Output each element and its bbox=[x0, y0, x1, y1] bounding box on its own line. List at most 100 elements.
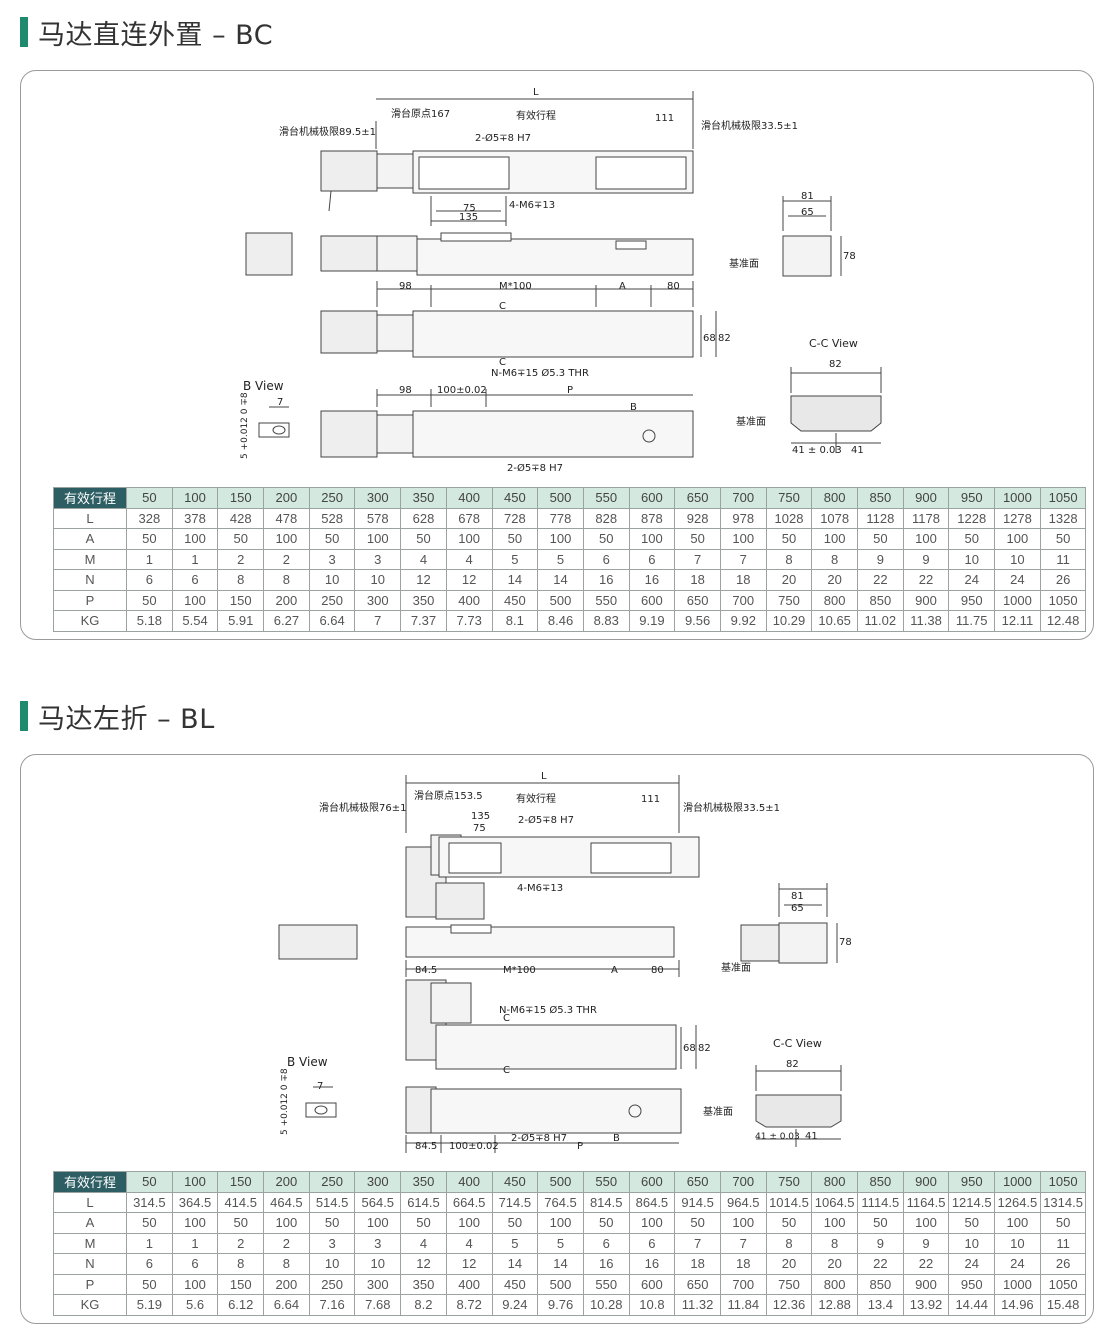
table-cell: 7.68 bbox=[354, 1294, 402, 1316]
table-cell: 400 bbox=[445, 487, 493, 509]
dim-98: 98 bbox=[399, 281, 412, 292]
dim-thr: N-M6∓15 Ø5.3 THR bbox=[491, 367, 589, 379]
table-cell: 200 bbox=[263, 1171, 310, 1193]
table-cell: 450 bbox=[491, 589, 539, 611]
table-cell: 50 bbox=[217, 1212, 265, 1234]
table-cell: 3 bbox=[308, 1232, 356, 1254]
table-cell: 500 bbox=[537, 1171, 584, 1193]
label-b-view: B View bbox=[243, 379, 284, 393]
table-cell: 7.37 bbox=[400, 610, 447, 632]
table-cell: 50 bbox=[857, 528, 904, 550]
table-cell: 514.5 bbox=[308, 1191, 356, 1213]
row-label: 有效行程 bbox=[53, 1171, 127, 1193]
table-cell: 650 bbox=[674, 1171, 721, 1193]
table-cell: 150 bbox=[217, 1273, 265, 1295]
dim-origin: 滑台原点167 bbox=[391, 107, 450, 120]
table-cell: 6 bbox=[582, 1232, 630, 1254]
table-cell: 11.32 bbox=[674, 1294, 721, 1316]
label-ref: 基准面 bbox=[729, 257, 759, 270]
table-cell: 478 bbox=[263, 507, 310, 529]
table-cell: 24 bbox=[948, 1253, 996, 1275]
table-cell: 300 bbox=[354, 589, 402, 611]
table-cell: 200 bbox=[263, 487, 310, 509]
dim-A: A bbox=[611, 965, 618, 976]
table-cell: 12.48 bbox=[1039, 610, 1087, 632]
table-cell: 378 bbox=[171, 507, 219, 529]
table-cell: 50 bbox=[948, 528, 996, 550]
table-cell: 50 bbox=[491, 528, 539, 550]
table-cell: 1114.5 bbox=[857, 1191, 904, 1213]
dim-pitch: 100±0.02 bbox=[449, 1141, 499, 1152]
table-cell: 1000 bbox=[994, 487, 1041, 509]
table-cell: 400 bbox=[445, 1273, 493, 1295]
dim-cc41b: 41 bbox=[851, 445, 864, 456]
dim-65: 65 bbox=[791, 903, 804, 914]
table-cell: 7.73 bbox=[445, 610, 493, 632]
table-cell: 8 bbox=[217, 1253, 265, 1275]
table-cell: 11.02 bbox=[857, 610, 904, 632]
table-cell: 100 bbox=[994, 1212, 1041, 1234]
table-cell: 22 bbox=[857, 1253, 904, 1275]
table-cell: 6.64 bbox=[308, 610, 356, 632]
row-label: M bbox=[53, 548, 127, 570]
table-cell: 100 bbox=[171, 589, 219, 611]
table-cell: 8 bbox=[765, 1232, 813, 1254]
dim-cc82: 82 bbox=[786, 1059, 799, 1070]
table-cell: 6 bbox=[582, 548, 630, 570]
table-cell: 964.5 bbox=[719, 1191, 767, 1213]
table-cell: 1164.5 bbox=[902, 1191, 950, 1213]
table-cell: 100 bbox=[628, 1212, 676, 1234]
table-cell: 11.84 bbox=[719, 1294, 767, 1316]
table-cell: 800 bbox=[811, 487, 858, 509]
table-cell: 950 bbox=[948, 1171, 996, 1193]
table-cell: 1050 bbox=[1039, 589, 1087, 611]
label-B: B bbox=[613, 1133, 620, 1144]
table-cell: 6 bbox=[628, 1232, 676, 1254]
table-row: 有效行程 50 100 150 200 250 300 350 400 450 … bbox=[53, 487, 1087, 509]
table-cell: 6 bbox=[126, 569, 173, 591]
table-cell: 4 bbox=[400, 548, 447, 570]
table-cell: 5.91 bbox=[217, 610, 265, 632]
table-row: N 6 6 8 8 10 10 12 12 14 14 16 16 18 18 … bbox=[53, 1253, 1087, 1275]
table-row: 有效行程 50 100 150 200 250 300 350 400 450 … bbox=[53, 1171, 1087, 1193]
dim-L: L bbox=[541, 771, 547, 782]
table-cell: 800 bbox=[811, 1171, 858, 1193]
section-title-text: 马达直连外置 – BC bbox=[38, 19, 274, 51]
table-cell: 100 bbox=[171, 1212, 219, 1234]
table-cell: 8.1 bbox=[491, 610, 539, 632]
row-label: L bbox=[53, 1191, 127, 1213]
dim-cc82: 82 bbox=[829, 359, 842, 370]
table-cell: 11 bbox=[1039, 548, 1087, 570]
table-cell: 20 bbox=[811, 1253, 858, 1275]
table-cell: 22 bbox=[902, 1253, 950, 1275]
dim-pin2: 2-Ø5∓8 H7 bbox=[507, 462, 563, 474]
row-label: A bbox=[53, 1212, 127, 1234]
table-cell: 664.5 bbox=[445, 1191, 493, 1213]
table-row: L 314.5 364.5 414.5 464.5 514.5 564.5 61… bbox=[53, 1191, 1087, 1213]
dim-origin: 滑台原点153.5 bbox=[414, 789, 483, 802]
dim-78: 78 bbox=[843, 251, 856, 262]
table-cell: 464.5 bbox=[263, 1191, 310, 1213]
table-cell: 12.36 bbox=[765, 1294, 813, 1316]
dim-68: 68 bbox=[683, 1043, 696, 1054]
dim-pin: 2-Ø5∓8 H7 bbox=[518, 814, 574, 826]
dim-tap: 4-M6∓13 bbox=[517, 883, 563, 894]
dim-135: 135 bbox=[459, 212, 478, 223]
table-cell: 428 bbox=[217, 507, 265, 529]
table-cell: 12 bbox=[400, 1253, 447, 1275]
table-cell: 3 bbox=[354, 1232, 402, 1254]
table-cell: 450 bbox=[491, 1171, 539, 1193]
table-cell: 13.92 bbox=[902, 1294, 950, 1316]
table-cell: 14 bbox=[537, 569, 584, 591]
table-cell: 600 bbox=[628, 589, 676, 611]
table-cell: 100 bbox=[902, 528, 950, 550]
table-cell: 100 bbox=[537, 528, 584, 550]
table-cell: 12 bbox=[445, 1253, 493, 1275]
table-cell: 13.4 bbox=[857, 1294, 904, 1316]
dim-limit-right: 滑台机械极限33.5±1 bbox=[683, 801, 780, 814]
dim-845: 84.5 bbox=[415, 965, 437, 976]
table-cell: 5.18 bbox=[126, 610, 173, 632]
table-cell: 714.5 bbox=[491, 1191, 539, 1213]
table-cell: 50 bbox=[126, 487, 173, 509]
dim-A: A bbox=[619, 281, 626, 292]
